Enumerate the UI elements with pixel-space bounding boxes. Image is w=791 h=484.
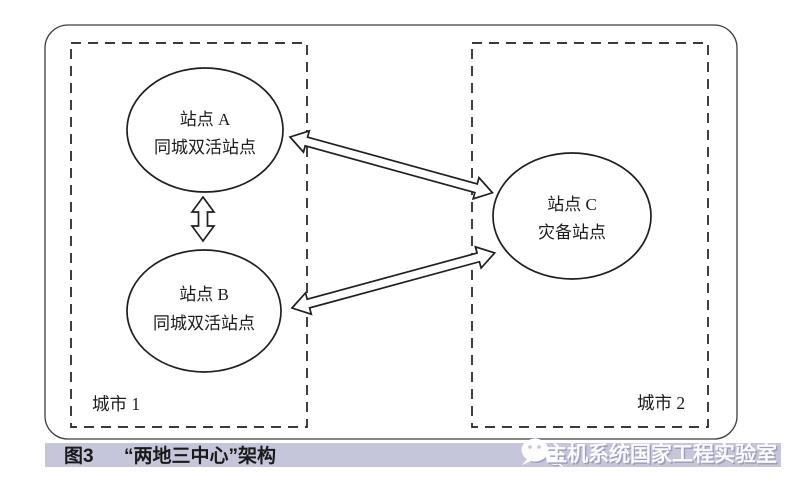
wechat-icon-eye (528, 445, 532, 449)
city2-label: 城市 2 (637, 393, 685, 413)
wechat-icon-small-bubble (546, 449, 564, 465)
diagram-outer-border (44, 24, 738, 440)
arrow-site-a-site-c (288, 129, 494, 201)
caption-figure-label: 图3 (64, 445, 94, 467)
wechat-icon (521, 438, 564, 468)
wechat-icon-big-bubble (521, 438, 549, 462)
watermark-text-shadow: 主机系统国家工程实验室 (548, 444, 779, 468)
caption-title: “两地三中心”架构 (124, 444, 276, 467)
city1-label: 城市 1 (92, 394, 140, 414)
caption-bar (45, 443, 781, 467)
node-site-b-name: 站点 B (179, 285, 229, 304)
wechat-icon-eye (550, 453, 554, 457)
arrow-site-a-site-b (190, 195, 216, 243)
node-site-a-role: 同城双活站点 (154, 138, 256, 157)
wechat-icon-small-tail (557, 463, 564, 468)
node-site-a-ellipse (126, 67, 284, 193)
wechat-icon-eye (537, 445, 541, 449)
arrow-site-a-site-c-shape (288, 129, 494, 201)
city1-boundary-box (70, 42, 308, 428)
city2-boundary-box (471, 42, 709, 428)
arrow-site-b-site-c-shape (290, 245, 497, 316)
node-site-c-name: 站点 C (547, 195, 597, 214)
wechat-icon-eye (556, 453, 560, 457)
arrow-site-b-site-c (290, 245, 497, 316)
node-site-b-role: 同城双活站点 (153, 314, 255, 333)
watermark: 主机系统国家工程实验室 主机系统国家工程实验室 (521, 438, 779, 468)
watermark-text: 主机系统国家工程实验室 (546, 442, 777, 466)
wechat-icon-big-tail (522, 459, 531, 465)
node-site-c-role: 灾备站点 (538, 223, 606, 242)
node-site-b-ellipse (126, 249, 282, 373)
node-site-c-ellipse (492, 152, 652, 280)
node-site-a-name: 站点 A (180, 110, 231, 129)
